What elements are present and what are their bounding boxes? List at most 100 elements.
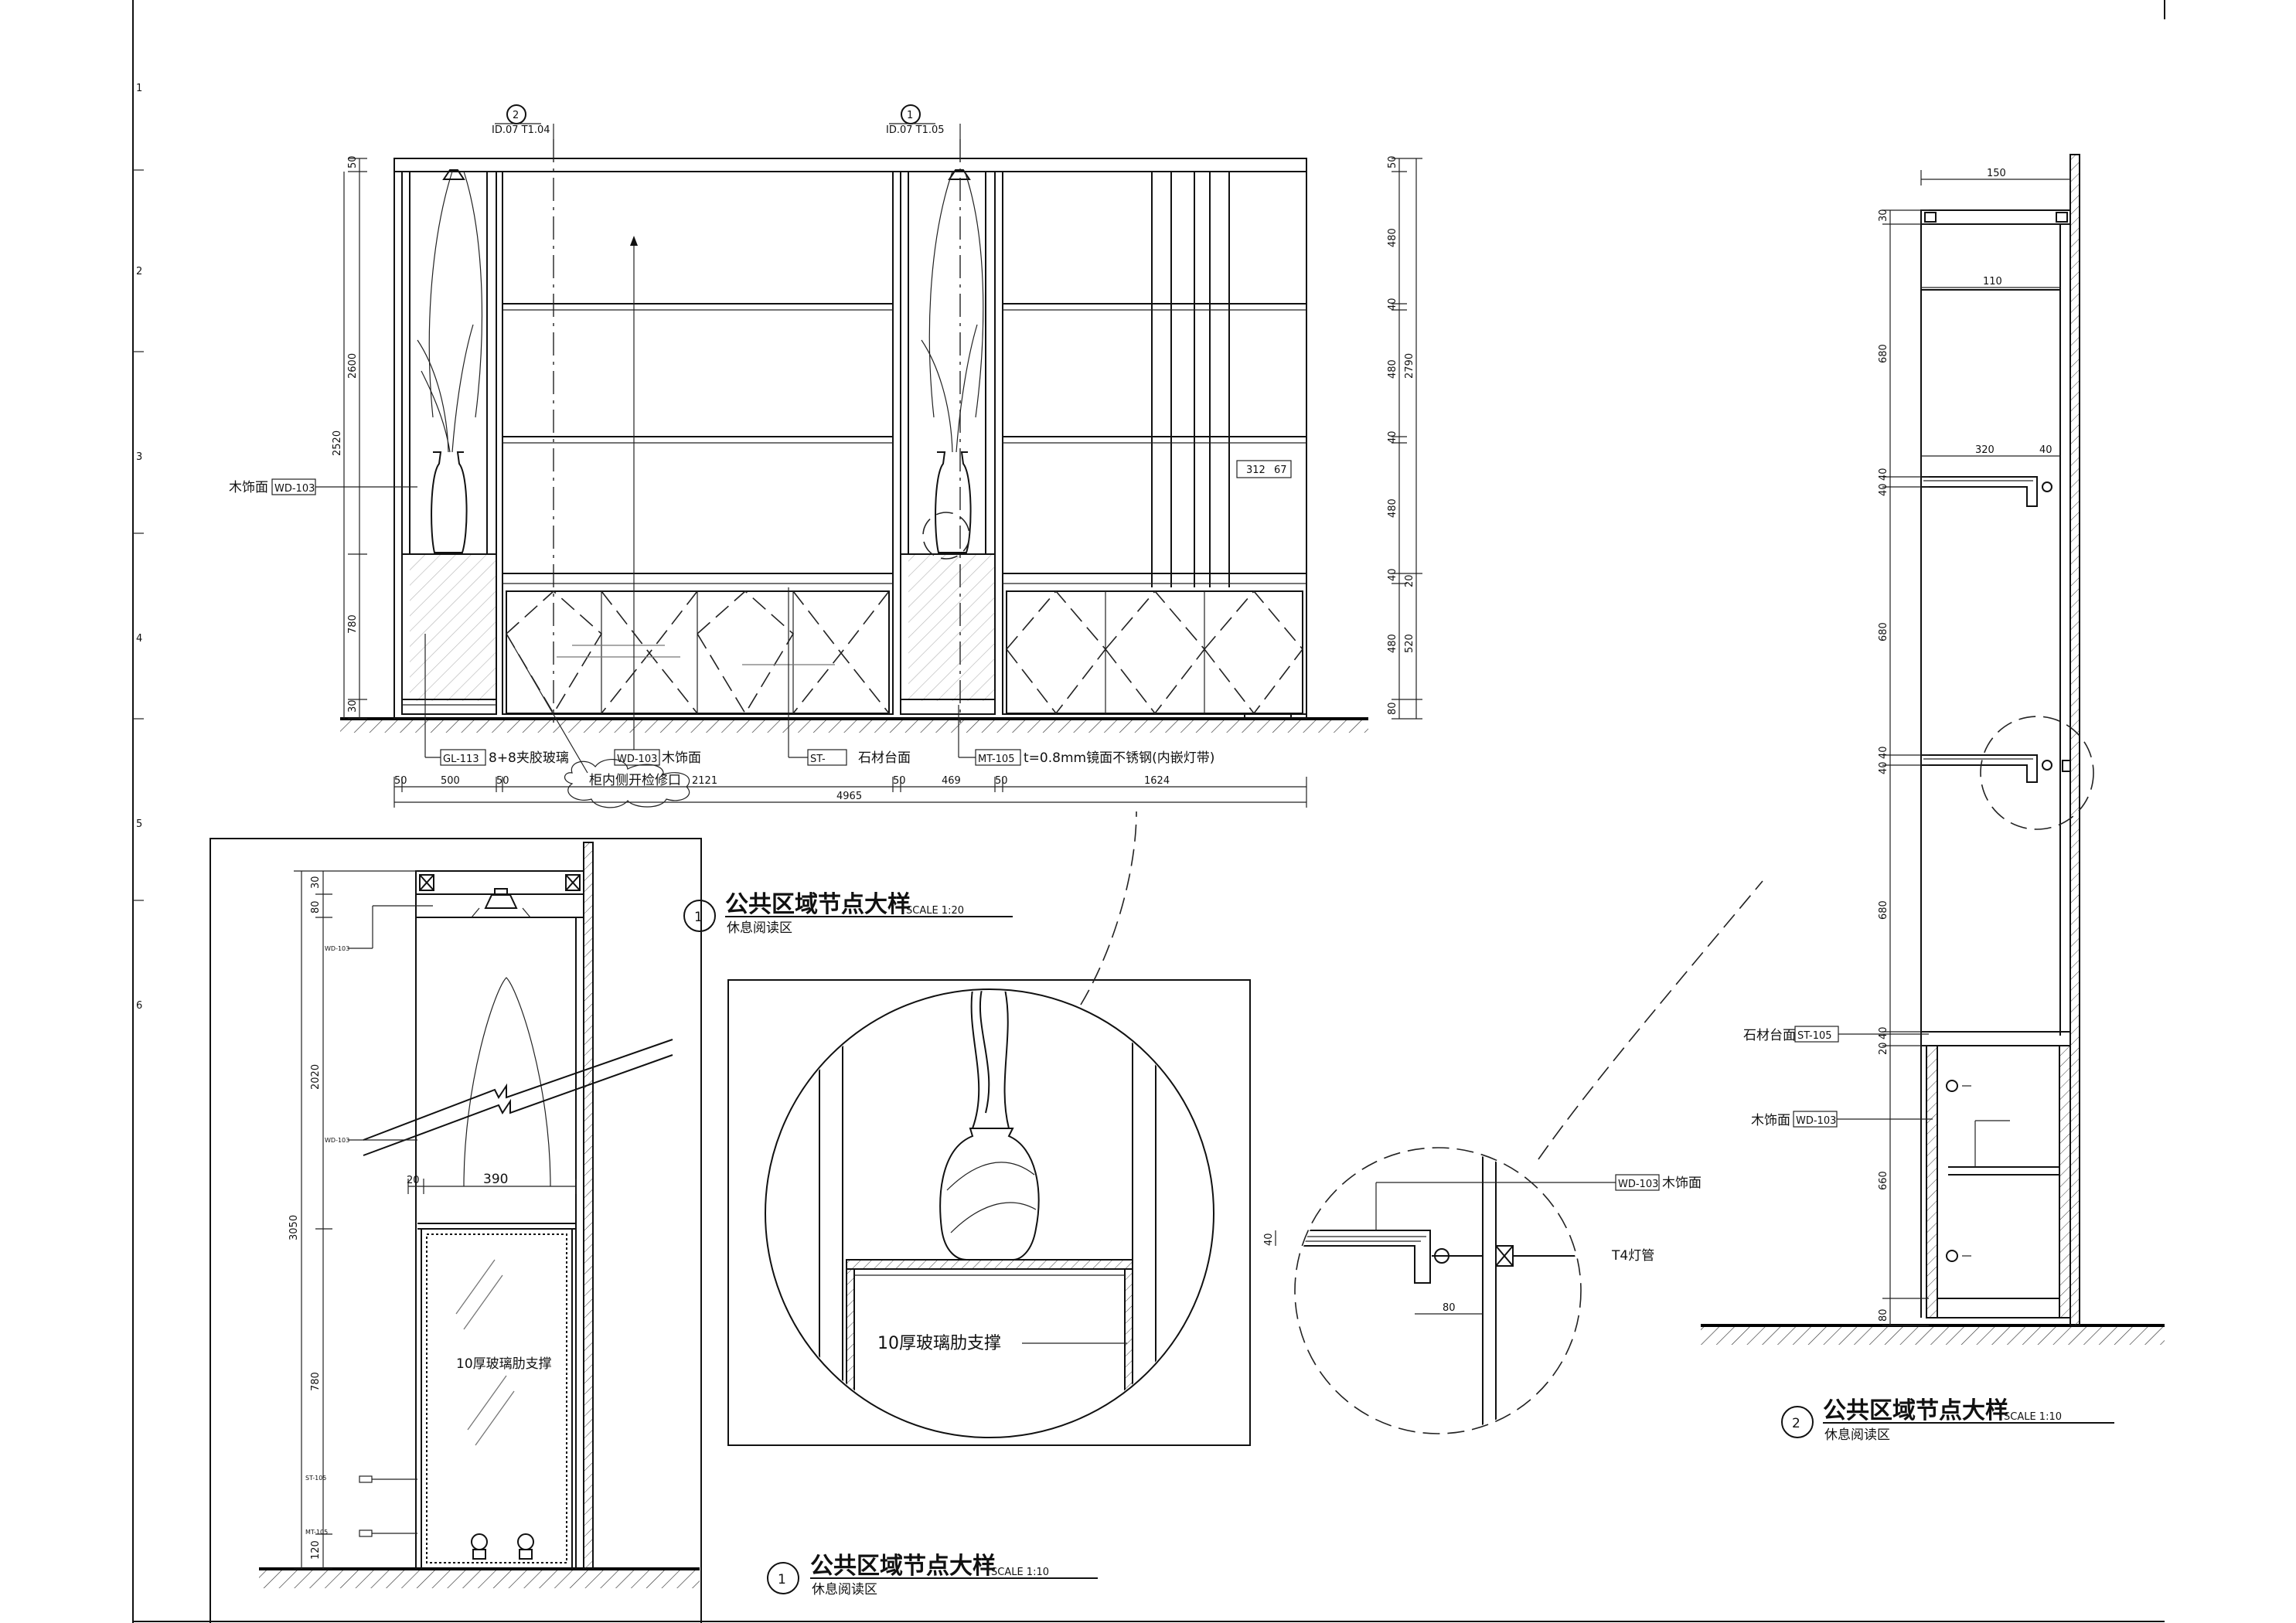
label-glass-rib-1: 10厚玻璃肋支撑 [456,1356,552,1372]
svg-text:1: 1 [778,1572,786,1587]
code-wd103-left: WD-103 [274,483,315,495]
svg-text:SCALE 1:10: SCALE 1:10 [2004,1411,2062,1423]
svg-text:SCALE 1:20: SCALE 1:20 [906,905,964,917]
svg-text:780: 780 [310,1372,322,1391]
label-t4-tube: T4灯管 [1611,1248,1654,1264]
svg-text:110: 110 [1983,276,2002,288]
svg-text:2020: 2020 [310,1064,322,1090]
elevation-annotations: 木饰面 WD-103 GL-113 8+8夹胶玻璃 WD-103 木饰面 ST-… [229,478,1214,808]
svg-text:WD-103: WD-103 [325,945,349,952]
row-mark-2: 2 [136,266,142,277]
svg-text:40: 40 [2039,444,2052,456]
label-stone: 石材台面 [858,750,911,766]
code-wd103-section2: WD-103 [1796,1115,1836,1127]
section-2: 150 110 320 40 30 680 40 40 680 40 40 68… [1701,154,2165,1345]
label-wood-section2: 木饰面 [1751,1113,1790,1128]
svg-text:2520: 2520 [332,430,343,456]
svg-text:50: 50 [893,775,906,787]
svg-text:ID.07 T1.04: ID.07 T1.04 [492,124,550,136]
svg-text:1: 1 [694,910,703,925]
svg-text:40: 40 [1387,298,1398,311]
label-wood-mid: 木饰面 [662,750,701,766]
code-wd103-small: WD-103 [1618,1179,1658,1190]
svg-text:40: 40 [1878,746,1889,759]
code-mt105: MT-105 [978,754,1014,765]
svg-text:休息阅读区: 休息阅读区 [727,920,792,936]
svg-text:50: 50 [394,775,407,787]
svg-text:ID.07 T1.05: ID.07 T1.05 [886,124,945,136]
svg-text:680: 680 [1878,344,1889,363]
row-mark-6: 6 [136,1000,142,1012]
svg-text:40: 40 [1387,430,1398,444]
svg-text:80: 80 [1878,1308,1889,1322]
svg-text:2: 2 [1792,1416,1800,1431]
svg-text:80: 80 [310,900,322,914]
code-st: ST- [810,754,826,765]
circle-enlargement: 10厚玻璃肋支撑 [727,811,1251,1446]
title-block-2: 2 公共区域节点大样 SCALE 1:10 休息阅读区 [1781,1397,2114,1443]
svg-text:390: 390 [483,1172,508,1187]
row-mark-3: 3 [136,451,142,463]
row-marks: 1 2 3 4 5 6 [133,83,144,1012]
row-mark-1: 1 [136,83,142,94]
title-block-1: 1 公共区域节点大样 SCALE 1:20 休息阅读区 [683,891,1013,936]
svg-text:休息阅读区: 休息阅读区 [1824,1427,1890,1443]
svg-text:520: 520 [1404,634,1415,653]
svg-text:30: 30 [347,699,359,713]
svg-text:3050: 3050 [288,1215,300,1240]
detail-1-section: 10厚玻璃肋支撑 30 80 2020 3050 780 120 20 390 … [210,839,701,1623]
dim-312: 312 [1246,464,1266,476]
svg-text:2790: 2790 [1404,353,1415,379]
label-cloud: 柜内侧开检修口 [589,773,681,788]
svg-text:40: 40 [1878,468,1889,481]
svg-text:WD-103: WD-103 [325,1137,349,1144]
sheet-border [132,0,2165,1623]
svg-text:40: 40 [1878,1026,1889,1039]
code-gl113: GL-113 [443,754,479,765]
svg-text:SCALE 1:10: SCALE 1:10 [991,1567,1049,1578]
svg-text:660: 660 [1878,1171,1889,1190]
label-stone-section2: 石材台面 [1743,1028,1796,1043]
svg-text:20: 20 [407,1175,420,1186]
svg-text:480: 480 [1387,228,1398,247]
svg-text:80: 80 [1443,1302,1456,1314]
svg-text:2121: 2121 [692,775,717,787]
svg-text:1624: 1624 [1144,775,1170,787]
dim-67: 67 [1274,464,1287,476]
svg-text:MT-105: MT-105 [305,1529,328,1536]
svg-text:20: 20 [1404,574,1415,587]
svg-text:4965: 4965 [836,791,862,802]
svg-text:30: 30 [310,876,322,889]
callout-1: 1 ID.07 T1.05 [886,104,961,139]
label-wood-small: 木饰面 [1662,1176,1702,1191]
svg-text:680: 680 [1878,900,1889,920]
svg-text:2600: 2600 [347,353,359,379]
svg-text:40: 40 [1387,568,1398,581]
svg-text:320: 320 [1975,444,1995,456]
code-wd103-mid: WD-103 [617,754,657,765]
label-steel: t=0.8mm镜面不锈钢(内嵌灯带) [1024,750,1214,766]
code-st105: ST-105 [1797,1030,1832,1042]
svg-text:80: 80 [1387,702,1398,715]
svg-text:1: 1 [907,110,913,121]
svg-text:50: 50 [496,775,509,787]
svg-text:休息阅读区: 休息阅读区 [812,1582,877,1597]
svg-text:780: 780 [347,614,359,634]
bottom-dimensions: 50 500 50 2121 50 469 50 1624 4965 [393,775,1307,808]
svg-text:50: 50 [347,155,359,168]
label-wood-left: 木饰面 [229,480,268,495]
svg-text:500: 500 [441,775,460,787]
title-block-1b: 1 公共区域节点大样 SCALE 1:10 休息阅读区 [767,1553,1098,1597]
svg-text:120: 120 [310,1540,322,1560]
svg-text:40: 40 [1878,761,1889,774]
shelf-detail: WD-103 木饰面 T4灯管 40 80 [1263,880,1763,1434]
svg-text:2: 2 [513,110,519,121]
svg-text:150: 150 [1987,168,2006,179]
svg-text:40: 40 [1263,1233,1275,1246]
svg-text:20: 20 [1878,1042,1889,1055]
row-mark-4: 4 [136,633,142,645]
left-dimensions: 50 2600 2520 780 30 [332,155,367,720]
svg-text:30: 30 [1878,209,1889,222]
label-glass-rib-2: 10厚玻璃肋支撑 [877,1334,1001,1353]
